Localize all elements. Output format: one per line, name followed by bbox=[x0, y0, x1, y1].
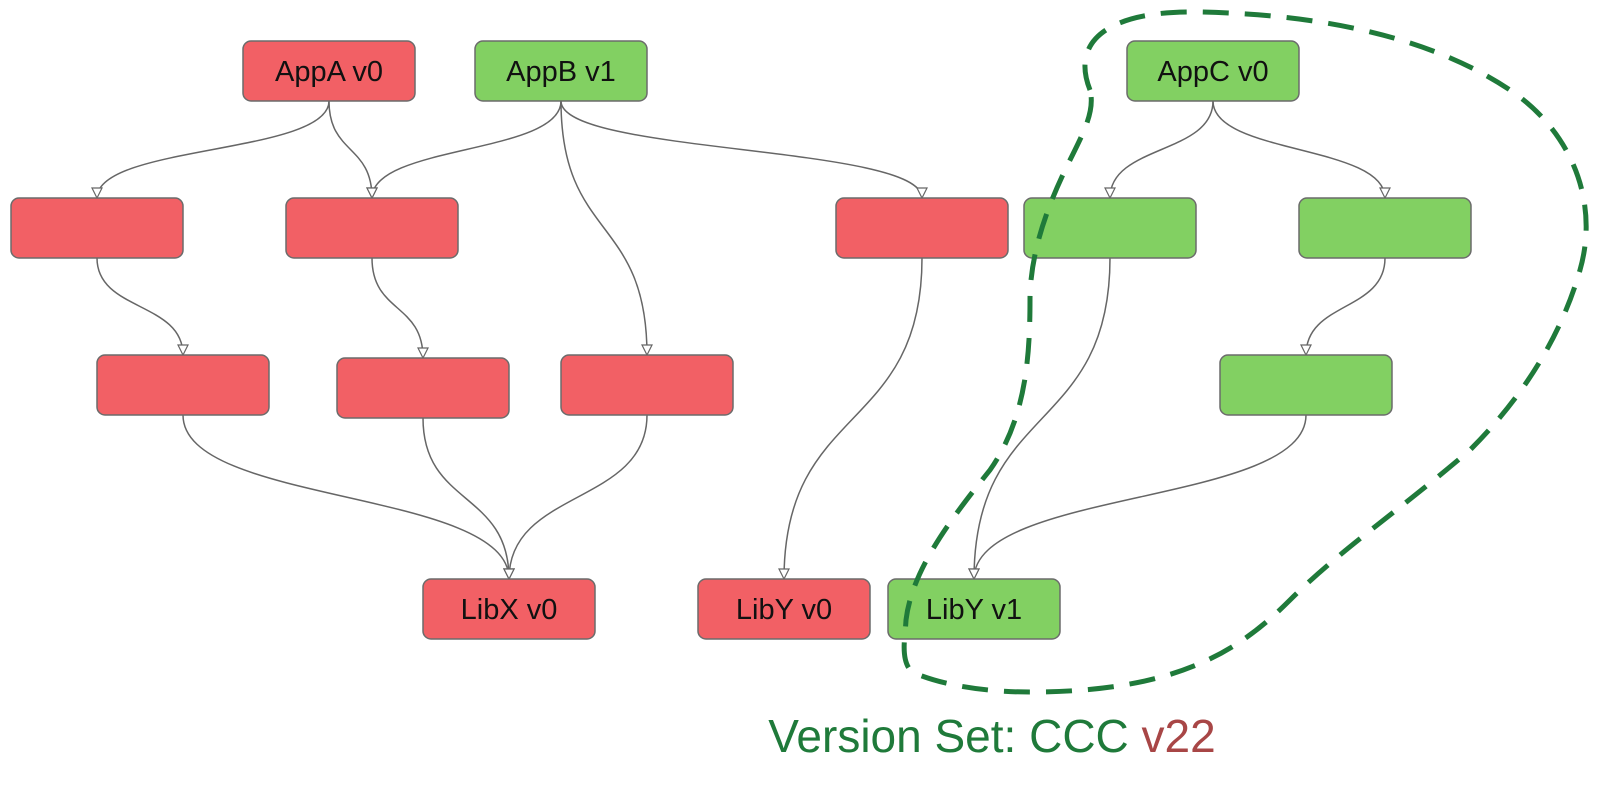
node-box bbox=[887, 578, 1061, 640]
node-appc: AppC v0 bbox=[1126, 40, 1300, 102]
node-label: AppB v1 bbox=[506, 56, 616, 88]
node-box bbox=[697, 578, 871, 640]
edge-libd1-to-liby_v1 bbox=[974, 257, 1111, 579]
node-box bbox=[474, 40, 648, 102]
node-libc2 bbox=[560, 354, 734, 416]
node-liby-v1: LibY v1 bbox=[887, 578, 1061, 640]
edges-layer bbox=[96, 100, 1386, 579]
edge-appc-to-libd1 bbox=[1110, 100, 1214, 198]
version-set-caption: Version Set: CCC v22 bbox=[0, 708, 1604, 764]
node-box bbox=[835, 197, 1009, 259]
node-libb1 bbox=[285, 197, 459, 259]
node-box bbox=[1298, 197, 1472, 259]
node-appb: AppB v1 bbox=[474, 40, 648, 102]
version-set-outline bbox=[901, 9, 1589, 695]
node-label: LibY v1 bbox=[926, 594, 1022, 626]
node-box bbox=[10, 197, 184, 259]
node-libx-v0: LibX v0 bbox=[422, 578, 596, 640]
node-box bbox=[1023, 197, 1197, 259]
node-label: LibX v0 bbox=[461, 594, 558, 626]
node-liba2 bbox=[96, 354, 270, 416]
node-box bbox=[560, 354, 734, 416]
edge-appb-to-libc2 bbox=[560, 100, 647, 355]
node-libe1 bbox=[1298, 197, 1472, 259]
node-box bbox=[422, 578, 596, 640]
edge-appc-to-libe1 bbox=[1212, 100, 1385, 198]
version-set-caption-version: v22 bbox=[1141, 710, 1216, 762]
version-set-caption-prefix: Version Set: CCC bbox=[768, 710, 1142, 762]
edge-liba2-to-libx_v0 bbox=[182, 414, 509, 579]
edge-liba1-to-liba2 bbox=[96, 257, 183, 355]
edge-libc1-to-liby_v0 bbox=[784, 257, 923, 579]
nodes-layer: AppA v0 AppB v1 AppC v0 LibX v0 LibY v0 LibY … bbox=[10, 40, 1472, 640]
edge-appa-to-libb1 bbox=[328, 100, 372, 198]
edge-libe1-to-libe2 bbox=[1306, 257, 1386, 355]
edge-libc2-to-libx_v0 bbox=[509, 414, 648, 579]
node-label: LibY v0 bbox=[736, 594, 832, 626]
edge-libe2-to-liby_v1 bbox=[974, 414, 1307, 579]
node-liba1 bbox=[10, 197, 184, 259]
edge-appb-to-libb1 bbox=[372, 100, 562, 198]
node-label: AppC v0 bbox=[1157, 56, 1268, 88]
node-libc1 bbox=[835, 197, 1009, 259]
edge-appb-to-libc1 bbox=[560, 100, 922, 198]
node-libd1 bbox=[1023, 197, 1197, 259]
edge-libb1-to-libb2 bbox=[371, 257, 423, 358]
node-box bbox=[242, 40, 416, 102]
node-box bbox=[336, 357, 510, 419]
node-box bbox=[285, 197, 459, 259]
node-label: AppA v0 bbox=[275, 56, 383, 88]
node-libb2 bbox=[336, 357, 510, 419]
edge-appa-to-liba1 bbox=[97, 100, 330, 198]
edge-libb2-to-libx_v0 bbox=[422, 417, 509, 579]
node-box bbox=[1219, 354, 1393, 416]
node-liby-v0: LibY v0 bbox=[697, 578, 871, 640]
node-libe2 bbox=[1219, 354, 1393, 416]
node-box bbox=[1126, 40, 1300, 102]
node-box bbox=[96, 354, 270, 416]
node-appa: AppA v0 bbox=[242, 40, 416, 102]
